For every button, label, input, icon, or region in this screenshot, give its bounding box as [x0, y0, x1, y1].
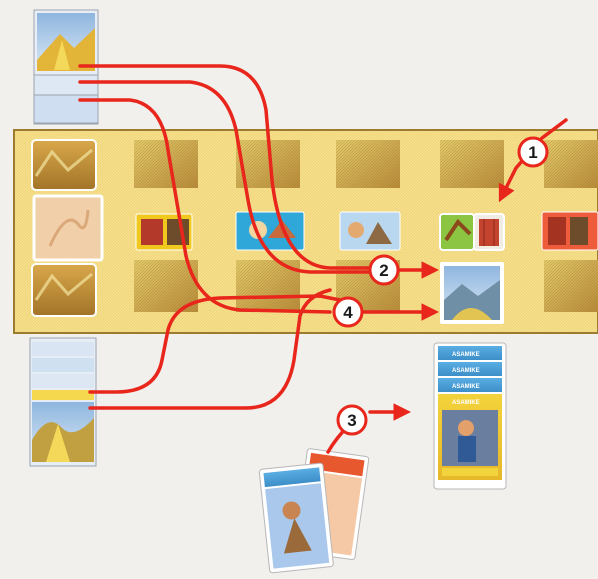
- step-number-1: 1: [528, 143, 537, 162]
- step-number-3: 3: [347, 411, 356, 430]
- market-column-5-center-tiles[interactable]: [439, 213, 505, 251]
- hand-card-label-2: ASAMIKE: [452, 368, 480, 374]
- market-column-6[interactable]: [541, 140, 598, 312]
- step-badge-4: 4: [332, 296, 364, 328]
- hand-card-stack[interactable]: ASAMIKE ASAMIKE ASAMIKE ASAMIKE: [433, 342, 507, 490]
- arrow-bottom-2: [88, 288, 332, 410]
- hand-card-label-1: ASAMIKE: [452, 352, 480, 358]
- hand-card-label-4: ASAMIKE: [452, 400, 480, 406]
- step-badge-1: 1: [517, 136, 549, 168]
- instruction-arrows: [78, 64, 568, 454]
- arrow-top-3: [78, 98, 332, 314]
- market-column-5-bottom-tile[interactable]: [440, 262, 504, 324]
- step-badge-2: 2: [368, 254, 400, 286]
- market-column-4[interactable]: [336, 140, 401, 312]
- arrow-top-2: [78, 80, 380, 274]
- step-badge-3: 3: [336, 404, 368, 436]
- arrow-bottom-1: [88, 294, 342, 394]
- market-column-2[interactable]: [134, 140, 198, 312]
- figure-illustration-icon: [458, 420, 474, 436]
- market-column-5[interactable]: [439, 140, 505, 324]
- market-columns: [31, 139, 598, 324]
- bottom-left-tile-stack[interactable]: [29, 337, 97, 467]
- played-card-pair[interactable]: [258, 448, 370, 574]
- hand-card-label-3: ASAMIKE: [452, 384, 480, 390]
- step-number-2: 2: [379, 261, 388, 280]
- market-column-1[interactable]: [31, 139, 104, 317]
- arrow-top-1: [78, 64, 380, 270]
- step-number-4: 4: [343, 303, 353, 322]
